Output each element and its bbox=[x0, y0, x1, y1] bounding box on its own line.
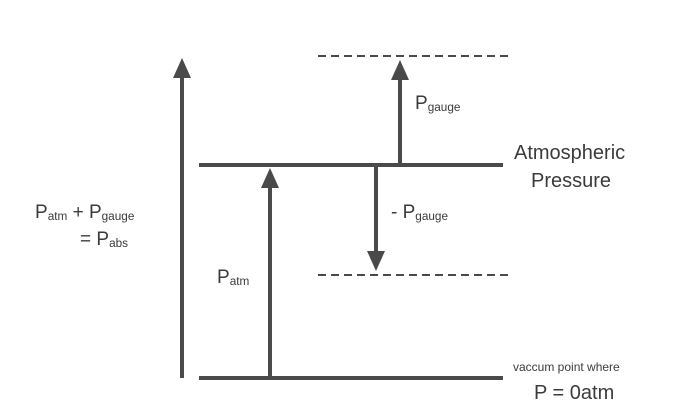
p-atm-label: Patm bbox=[217, 268, 249, 287]
atm-subscript: atm bbox=[229, 275, 250, 289]
gauge-subscript: gauge bbox=[415, 210, 448, 224]
minus-p-text: - P bbox=[391, 202, 416, 223]
p-symbol: P bbox=[415, 93, 428, 114]
vacuum-label-line1: vaccum point where bbox=[513, 360, 620, 374]
p-symbol: P bbox=[217, 267, 230, 288]
p-symbol: P bbox=[35, 202, 48, 223]
abs-subscript: abs bbox=[109, 237, 129, 251]
arrowhead-icon bbox=[261, 168, 279, 188]
atmospheric-pressure-label-line1: Atmospheric bbox=[514, 142, 626, 164]
vacuum-label-line2: P = 0atm bbox=[534, 382, 615, 404]
positive-gauge-arrow bbox=[391, 60, 409, 165]
arrowhead-icon bbox=[391, 60, 409, 80]
absolute-pressure-label-line1: Patm + Pgauge bbox=[35, 203, 134, 222]
negative-gauge-arrow bbox=[367, 165, 385, 271]
arrowhead-icon bbox=[173, 58, 191, 78]
atmospheric-pressure-label-line2: Pressure bbox=[531, 170, 612, 192]
equals-p-text: = P bbox=[80, 229, 110, 250]
gauge-subscript: gauge bbox=[427, 101, 461, 115]
atmospheric-pressure-arrow bbox=[261, 168, 279, 378]
arrowhead-icon bbox=[367, 251, 385, 271]
plus-p-text: + P bbox=[67, 202, 102, 223]
gauge-subscript: gauge bbox=[101, 210, 135, 224]
p-gauge-label: Pgauge bbox=[415, 94, 460, 113]
negative-p-gauge-label: - Pgauge bbox=[391, 203, 448, 222]
absolute-pressure-arrow bbox=[173, 58, 191, 378]
absolute-pressure-label-line2: = Pabs bbox=[80, 230, 128, 249]
atm-subscript: atm bbox=[47, 210, 68, 224]
